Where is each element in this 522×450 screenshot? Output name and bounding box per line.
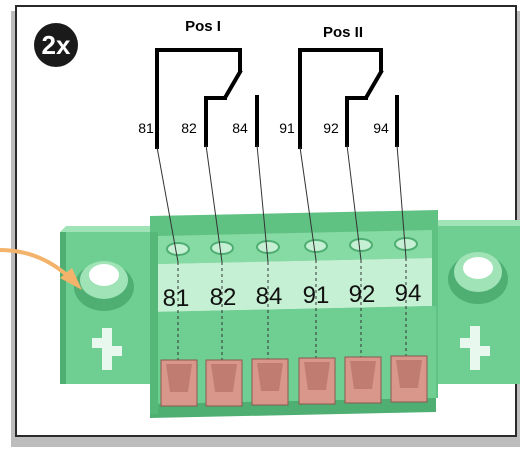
contact-label-82: 82 — [181, 120, 197, 136]
right-mounting-hole — [448, 252, 508, 370]
pointer-arrow-icon — [0, 248, 82, 290]
terminal-clamp-81 — [160, 359, 198, 407]
contact-label-84: 84 — [232, 120, 248, 136]
terminal-label-81: 81 — [163, 285, 190, 312]
terminal-label-94: 94 — [395, 280, 422, 307]
switch-label-pos-2: Pos II — [323, 24, 363, 41]
left-mounting-hole — [74, 261, 134, 370]
contact-label-94: 94 — [373, 120, 389, 136]
terminal-label-84: 84 — [256, 283, 283, 310]
terminal-label-91: 91 — [303, 282, 330, 309]
terminal-label-82: 82 — [210, 284, 237, 311]
quantity-badge: 2x — [34, 23, 78, 67]
contact-label-91: 91 — [279, 120, 295, 136]
switch-label-pos-1: Pos I — [185, 18, 221, 35]
switch-pos-2-symbol — [298, 48, 399, 149]
screw-holes — [166, 237, 418, 256]
contact-label-92: 92 — [323, 120, 339, 136]
terminal-clamps — [160, 355, 428, 407]
contact-label-81: 81 — [138, 120, 154, 136]
terminal-clamp-84 — [251, 358, 289, 406]
terminal-clamp-94 — [390, 355, 428, 403]
quantity-badge-label: 2x — [42, 30, 71, 60]
terminal-label-92: 92 — [349, 281, 376, 308]
terminal-clamp-92 — [344, 356, 382, 404]
switch-pos-1-symbol — [155, 48, 259, 149]
wire-lines — [156, 144, 407, 263]
terminal-clamp-91 — [298, 357, 336, 405]
terminal-clamp-82 — [205, 359, 243, 407]
guide-lines — [177, 258, 407, 360]
